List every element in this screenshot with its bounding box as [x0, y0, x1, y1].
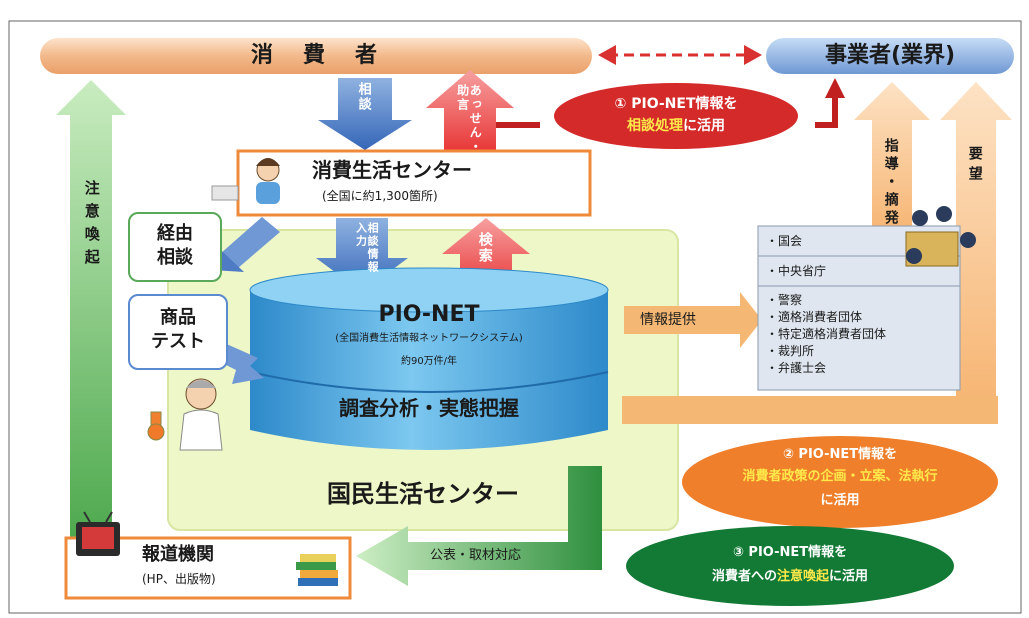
keiyu-box	[128, 212, 222, 282]
callout-3-line2: 消費者への注意喚起に活用	[640, 570, 940, 583]
soudan-arrow	[318, 78, 412, 150]
callout-2	[682, 436, 998, 528]
nyuryoku-label: 相談情報入力	[354, 222, 380, 274]
callout-3-line1: ③ PIO-NET情報を	[732, 545, 848, 560]
center-title: 消費生活センター	[312, 158, 472, 182]
arrow-right-head	[744, 45, 762, 65]
soudan-label: 相談	[355, 82, 371, 112]
operator-icon	[211, 158, 280, 204]
callout-3-post: に活用	[829, 569, 869, 584]
center-box	[236, 149, 592, 217]
kohyo-arrow	[356, 466, 602, 586]
center-subtitle: (全国に約1,300箇所)	[322, 189, 438, 203]
kensaku-label: 検索	[476, 232, 493, 264]
johoteikyo-label: 情報提供	[640, 312, 696, 328]
recipient-keisatsu: ・警察	[766, 293, 803, 307]
scientist-icon	[147, 378, 223, 451]
recipient-tokutei: ・特定適格消費者団体	[766, 327, 887, 341]
recipient-chuo: ・中央省庁	[766, 264, 827, 278]
callout-1-line2: 相談処理に活用	[556, 119, 796, 133]
pionet-title: PIO-NET	[378, 302, 480, 327]
callout-2-line1: ② PIO-NET情報を	[782, 447, 898, 462]
recipient-saibansho: ・裁判所	[766, 344, 815, 358]
callout-3-highlight: 注意喚起	[776, 569, 829, 584]
books-icon	[296, 554, 338, 586]
shido-arrow	[854, 82, 930, 240]
recipient-bengoshikai: ・弁護士会	[766, 361, 827, 375]
callout-2-highlight: 消費者政策の企画・立案、法執行	[742, 469, 938, 484]
kokumin-label: 国民生活センター	[327, 480, 519, 508]
business-label: 事業者(業界)	[824, 43, 956, 68]
pionet-cylinder	[250, 290, 608, 450]
callout-2-line3: に活用	[820, 493, 860, 508]
yobo-label: 要望	[966, 146, 983, 186]
recipient-kokkai: ・国会	[766, 234, 803, 248]
consumer-label: 消 費 者	[250, 43, 381, 68]
recipient-tekikaku: ・適格消費者団体	[766, 310, 863, 324]
chui-label: 注意喚起	[82, 180, 101, 272]
pionet-analysis: 調査分析・実態把握	[339, 396, 519, 420]
tv-icon	[76, 511, 120, 556]
keiyu-label: 経由 相談	[157, 223, 193, 268]
callout-1-line1: ① PIO-NET情報を	[614, 96, 738, 112]
pionet-subtitle: (全国消費生活情報ネットワークシステム)	[335, 333, 523, 344]
callout-3-pre: 消費者への	[711, 569, 777, 584]
kohyo-label: 公表・取材対応	[430, 548, 522, 563]
callout-1-highlight: 相談処理	[627, 118, 683, 134]
consumer-bar	[40, 38, 592, 74]
meeting-icon	[905, 206, 976, 267]
callout-1	[554, 83, 798, 149]
pionet-count: 約90万件/年	[400, 356, 458, 367]
media-title: 報道機関	[142, 544, 214, 565]
callout-1-rest: に活用	[683, 118, 725, 134]
assen-arrow	[426, 70, 514, 150]
business-bar	[766, 38, 1014, 74]
johoteikyo-arrow	[624, 292, 762, 348]
callout-3	[626, 526, 954, 606]
assen-label: あっせん・助言	[455, 84, 483, 154]
chui-arrow	[56, 80, 126, 545]
arrow-left-head	[598, 45, 616, 65]
media-subtitle: (HP、出版物)	[142, 572, 216, 586]
shido-label: 指導・摘発	[882, 138, 899, 228]
shohin-box	[128, 294, 228, 370]
shohin-label: 商品 テスト	[151, 307, 205, 352]
